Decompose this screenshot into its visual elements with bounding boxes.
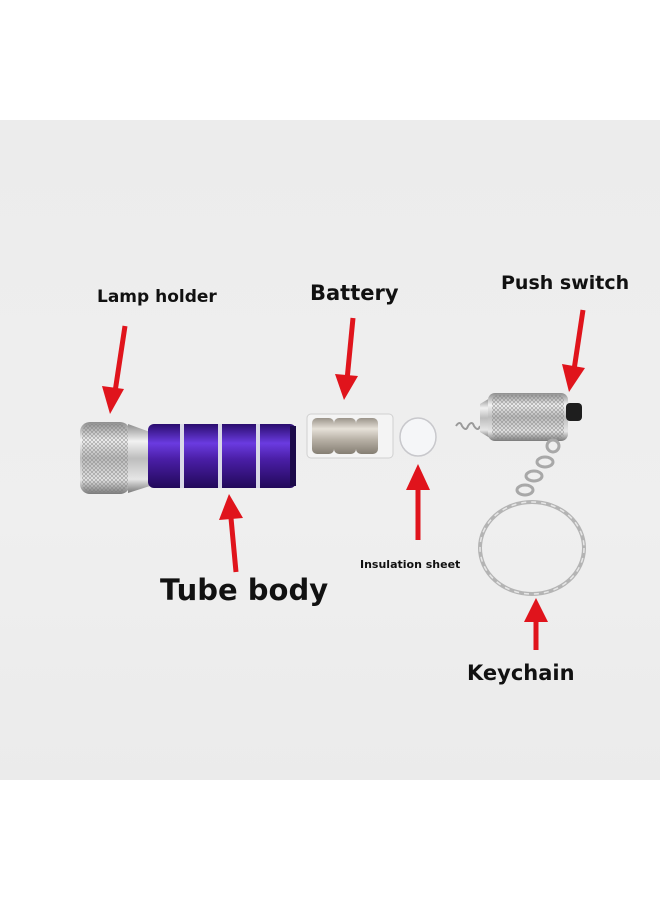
insulation-sheet-label: Insulation sheet xyxy=(360,558,461,571)
push-switch-part xyxy=(455,393,582,441)
tube-body-part xyxy=(148,424,296,488)
lamp-holder-part xyxy=(80,422,150,494)
lamp-holder-label: Lamp holder xyxy=(97,287,217,307)
battery-stack xyxy=(306,413,394,459)
tube-body-label: Tube body xyxy=(160,573,329,607)
battery-label: Battery xyxy=(310,281,399,305)
insulation-sheet-part xyxy=(399,417,437,457)
keychain-part xyxy=(478,438,586,596)
keychain-label: Keychain xyxy=(467,661,575,685)
arrow-lamp-holder xyxy=(102,325,128,414)
arrow-tube-body xyxy=(219,494,243,573)
arrow-push-switch xyxy=(562,309,586,392)
arrow-keychain xyxy=(524,598,548,650)
arrow-insulation-sheet xyxy=(406,464,430,540)
arrow-battery xyxy=(335,317,358,400)
push-switch-label: Push switch xyxy=(501,272,630,294)
